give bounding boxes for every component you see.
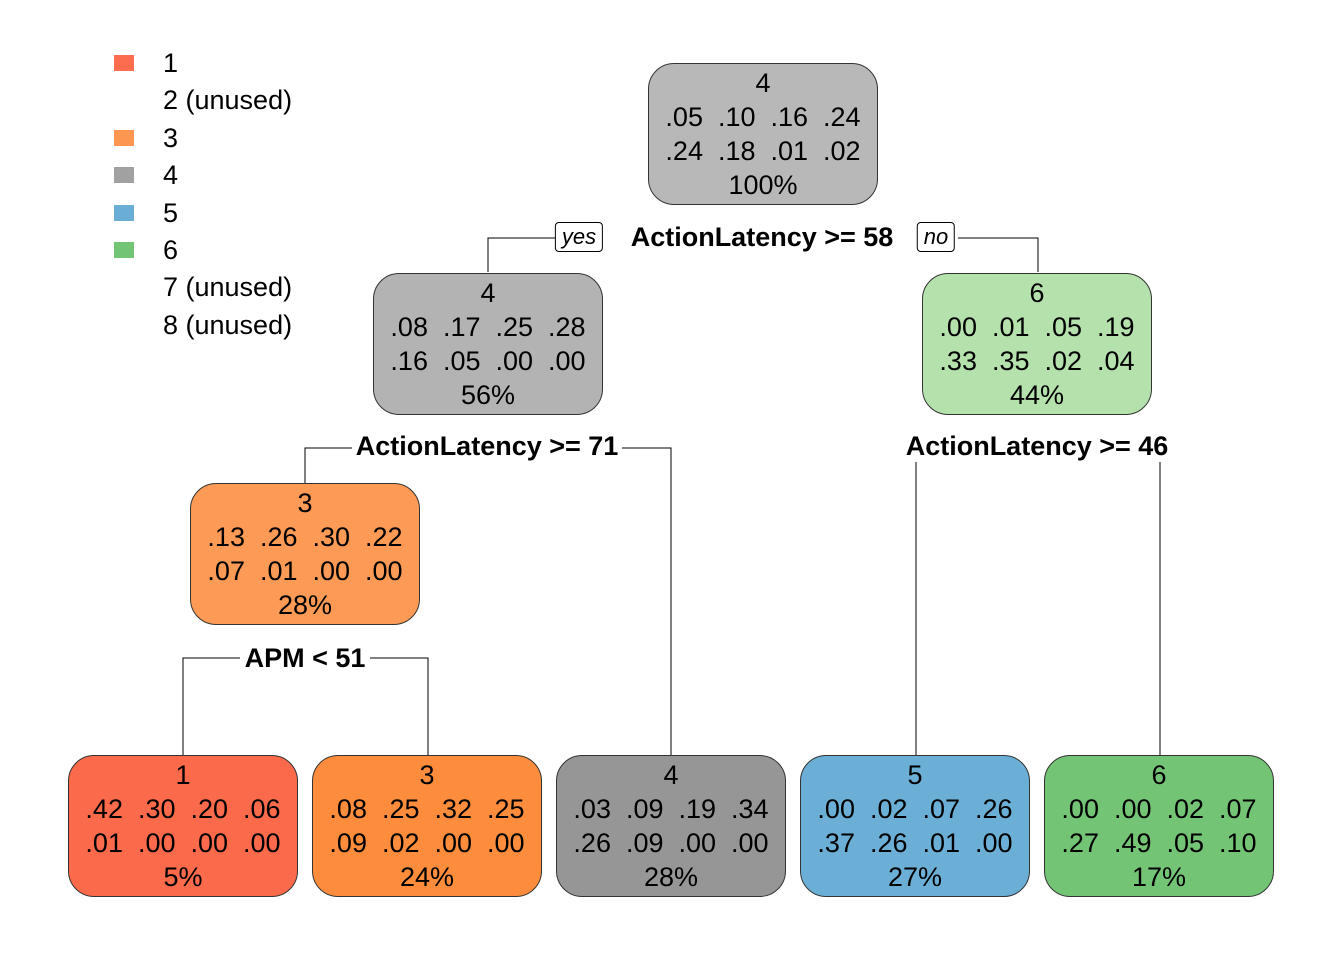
legend-label: 1 bbox=[163, 48, 179, 78]
legend-label: 7 (unused) bbox=[163, 272, 293, 303]
node-probs-row1: .03 .09 .19 .34 bbox=[573, 794, 769, 824]
node-class: 6 bbox=[1151, 760, 1167, 790]
node-probs-row2: .01 .00 .00 .00 bbox=[85, 828, 281, 858]
node-class: 1 bbox=[175, 760, 191, 790]
node-probs-row2: .27 .49 .05 .10 bbox=[1061, 828, 1257, 858]
edge-root-no bbox=[958, 237, 1039, 272]
node-probs-row1: .00 .01 .05 .19 bbox=[939, 312, 1135, 342]
node-percent: 100% bbox=[728, 170, 798, 200]
leaf-class-4: 4 .03 .09 .19 .34 .26 .09 .00 .00 28% bbox=[556, 755, 786, 897]
node-root: 4 .05 .10 .16 .24 .24 .18 .01 .02 100% bbox=[648, 63, 878, 205]
node-left: 4 .08 .17 .25 .28 .16 .05 .00 .00 56% bbox=[373, 273, 603, 415]
node-probs-row2: .37 .26 .01 .00 bbox=[817, 828, 1013, 858]
edge-left-yes bbox=[304, 447, 352, 483]
branch-yes-label: yes bbox=[554, 222, 604, 252]
node-probs-row2: .07 .01 .00 .00 bbox=[207, 556, 403, 586]
node-percent: 44% bbox=[1009, 380, 1065, 410]
edge-ll-no bbox=[370, 657, 429, 755]
split-label-left: ActionLatency >= 71 bbox=[353, 430, 621, 462]
leaf-class-6: 6 .00 .00 .02 .07 .27 .49 .05 .10 17% bbox=[1044, 755, 1274, 897]
node-class: 6 bbox=[1029, 278, 1045, 308]
node-percent: 24% bbox=[399, 862, 455, 892]
edge-ll-yes bbox=[182, 657, 240, 755]
node-probs-row1: .08 .17 .25 .28 bbox=[390, 312, 586, 342]
node-probs-row2: .33 .35 .02 .04 bbox=[939, 346, 1135, 376]
leaf-class-1: 1 .42 .30 .20 .06 .01 .00 .00 .00 5% bbox=[68, 755, 298, 897]
node-probs-row1: .05 .10 .16 .24 bbox=[665, 102, 861, 132]
node-probs-row2: .26 .09 .00 .00 bbox=[573, 828, 769, 858]
node-probs-row1: .42 .30 .20 .06 bbox=[85, 794, 281, 824]
node-class: 3 bbox=[419, 760, 435, 790]
edge-root-yes bbox=[487, 237, 560, 272]
legend-swatch bbox=[114, 92, 134, 108]
node-percent: 56% bbox=[460, 380, 516, 410]
legend-label: 6 bbox=[163, 234, 179, 265]
node-percent: 28% bbox=[643, 862, 699, 892]
legend-swatch bbox=[114, 167, 134, 184]
legend-swatch bbox=[114, 241, 134, 258]
node-probs-row2: .24 .18 .01 .02 bbox=[665, 136, 861, 166]
legend-swatch bbox=[114, 279, 134, 295]
branch-no-label: no bbox=[916, 222, 956, 252]
legend-label: 5 bbox=[163, 197, 179, 228]
node-percent: 28% bbox=[277, 590, 333, 620]
node-class: 4 bbox=[755, 68, 771, 98]
edge-left-no bbox=[622, 447, 672, 755]
node-probs-row1: .00 .02 .07 .26 bbox=[817, 794, 1013, 824]
legend-label: 8 (unused) bbox=[163, 309, 293, 340]
node-probs-row1: .13 .26 .30 .22 bbox=[207, 522, 403, 552]
node-probs-row1: .00 .00 .02 .07 bbox=[1061, 794, 1257, 824]
node-class: 5 bbox=[907, 760, 923, 790]
node-class: 4 bbox=[480, 278, 496, 308]
split-label-apm: APM < 51 bbox=[242, 642, 368, 674]
legend-swatch bbox=[114, 129, 134, 146]
node-percent: 5% bbox=[163, 862, 203, 892]
node-right: 6 .00 .01 .05 .19 .33 .35 .02 .04 44% bbox=[922, 273, 1152, 415]
leaf-class-5: 5 .00 .02 .07 .26 .37 .26 .01 .00 27% bbox=[800, 755, 1030, 897]
legend-label: 4 bbox=[163, 160, 179, 191]
node-percent: 17% bbox=[1131, 862, 1187, 892]
node-probs-row2: .16 .05 .00 .00 bbox=[390, 346, 586, 376]
node-probs-row1: .08 .25 .32 .25 bbox=[329, 794, 525, 824]
legend-swatch bbox=[114, 55, 134, 71]
legend-swatch bbox=[114, 317, 134, 333]
leaf-class-3: 3 .08 .25 .32 .25 .09 .02 .00 .00 24% bbox=[312, 755, 542, 897]
legend-label: 2 (unused) bbox=[163, 85, 293, 116]
legend-label: 3 bbox=[163, 122, 179, 153]
node-left-left: 3 .13 .26 .30 .22 .07 .01 .00 .00 28% bbox=[190, 483, 420, 625]
split-label-right: ActionLatency >= 46 bbox=[903, 430, 1171, 462]
legend-swatch bbox=[114, 204, 134, 221]
node-percent: 27% bbox=[887, 862, 943, 892]
node-class: 4 bbox=[663, 760, 679, 790]
node-class: 3 bbox=[297, 488, 313, 518]
node-probs-row2: .09 .02 .00 .00 bbox=[329, 828, 525, 858]
split-label-root: ActionLatency >= 58 bbox=[628, 221, 896, 253]
